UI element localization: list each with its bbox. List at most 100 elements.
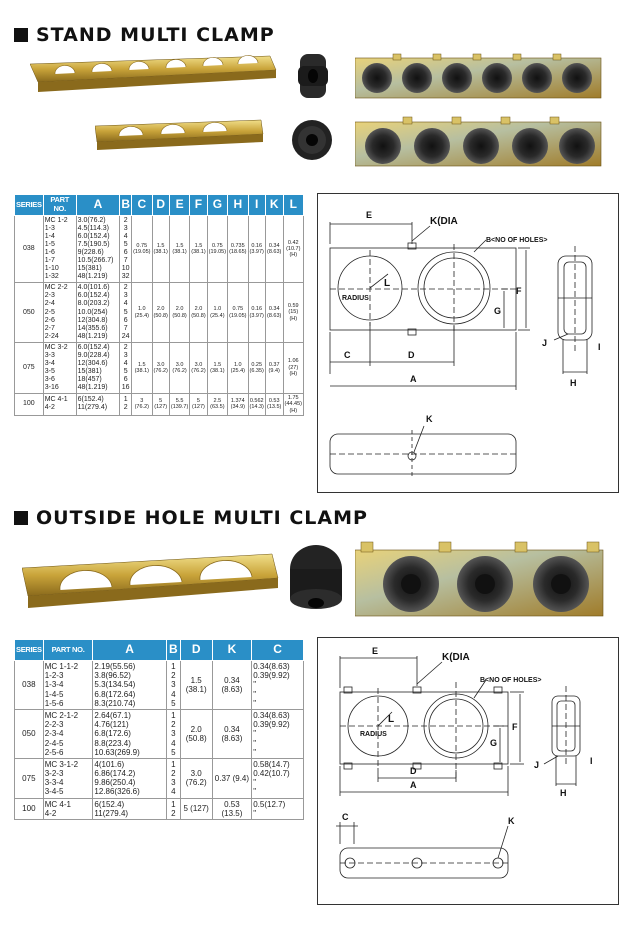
cell-line: 2.64(67.1) <box>94 710 131 720</box>
cell-value: 1.5 (38.1) <box>185 675 207 694</box>
cell-line: 32 <box>121 273 130 281</box>
rubber-insert-photo <box>298 54 328 98</box>
cell-line: 2 <box>123 284 128 292</box>
cell-line: 48(1.219) <box>77 383 108 391</box>
e-cell: 5.5 (139.7) <box>168 392 191 416</box>
rubber-insert-photo <box>290 545 342 609</box>
cell-value: 038 <box>23 245 35 253</box>
d-cell: 2.0 (50.8) <box>179 708 213 759</box>
cell-line: 2 <box>123 343 128 351</box>
cell-line: 3 <box>123 225 128 233</box>
outside-clamp-strip-photo <box>22 553 279 608</box>
cell-line: 6(152.4) <box>77 396 104 404</box>
cell-line: 4 <box>123 359 128 367</box>
bullet-square-icon <box>14 28 28 42</box>
cell-line: 6.0(152.4) <box>77 292 110 300</box>
cell-line: 3 <box>123 351 128 359</box>
cell-line: 8.8(223.4) <box>94 738 131 748</box>
cell-value: 3.0 (76.2) <box>172 361 187 374</box>
dim-label-k-dia: K(DIA <box>430 216 458 227</box>
dim-label-i: I <box>590 756 593 766</box>
section-heading-outside: OUTSIDE HOLE MULTI CLAMP <box>14 507 368 529</box>
d-cell: 5 (127) <box>179 797 213 821</box>
f-cell: 1.5 (38.1) <box>189 214 208 284</box>
cell-value: 038 <box>22 680 36 690</box>
a-cell: 3.0(76.2)4.5(114.3)6.0(152.4)7.5(190.5)9… <box>75 214 121 284</box>
cell-line: " <box>253 689 257 699</box>
dim-label-a: A <box>410 374 417 384</box>
cell-line: 2 <box>171 808 176 818</box>
cell-line: 2-3 <box>44 292 55 300</box>
cell-line: 4 <box>171 738 176 748</box>
cell-line: 2-4 <box>44 300 55 308</box>
cell-value: 2.0 (50.8) <box>185 724 207 743</box>
g-cell: 1.5 (38.1) <box>206 341 229 394</box>
cell-line: " <box>253 738 257 748</box>
cell-value: 1.5 (38.1) <box>210 361 225 374</box>
cell-line: 3-5 <box>44 367 55 375</box>
cell-line: 0.5(12.7) <box>253 799 286 809</box>
cell-line: " <box>253 729 257 739</box>
k-cell: 0.37 (9.4) <box>211 757 253 799</box>
cell-line: 3-2-3 <box>44 769 64 779</box>
cell-line: 6.8(172.6) <box>94 729 131 739</box>
cell-line: 12(304.6) <box>77 359 108 367</box>
cell-line: 2-6 <box>44 316 55 324</box>
cell-line: MC 4-1 <box>44 396 68 404</box>
cell-value: 1.06 (27) (H) <box>287 358 299 377</box>
cell-line: 5 <box>123 367 128 375</box>
c-cell: 3 (76.2) <box>131 392 153 416</box>
section-title: OUTSIDE HOLE MULTI CLAMP <box>36 507 368 529</box>
col-header: B <box>165 639 181 661</box>
cell-line: 10.63(269.9) <box>94 747 140 757</box>
a-cell: 2.64(67.1)4.76(121)6.8(172.6)8.8(223.4)1… <box>92 708 167 759</box>
cell-line: 2.19(55.56) <box>94 662 136 671</box>
cell-line: 3 <box>123 292 128 300</box>
cell-value: 1.5 (38.1) <box>153 242 168 256</box>
col-header: C <box>251 639 304 661</box>
cell-line: 3-4 <box>44 359 55 367</box>
c-cell: 0.34(8.63)0.39(9.92)""" <box>251 660 304 710</box>
dim-label-l: L <box>384 278 390 289</box>
col-header: G <box>206 194 229 216</box>
cell-line: 11(279.4) <box>77 404 108 412</box>
col-header: SERIES <box>14 639 44 661</box>
cell-line: 1-6 <box>44 249 55 257</box>
cell-value: 0.37 (9.4) <box>214 773 250 783</box>
col-header: K <box>264 194 284 216</box>
dim-label-j: J <box>534 760 539 770</box>
cell-line: 5.3(134.54) <box>94 680 136 690</box>
k-cell: 0.53 (13.5) <box>264 392 284 416</box>
cell-value: 0.75 (19.05) <box>208 242 227 256</box>
cell-line: 3 <box>171 729 176 739</box>
cell-value: 1.0 (25.4) <box>230 361 245 374</box>
cell-line: 1-2-3 <box>44 671 64 681</box>
l-cell: 0.59 (15) (H) <box>282 282 305 343</box>
col-header: PART NO. <box>42 194 77 216</box>
cell-line: 6(152.4) <box>94 799 125 809</box>
cell-value: 0.75 (19.05) <box>133 242 151 256</box>
cell-line: 2-4-5 <box>44 738 64 748</box>
cell-line: " <box>253 808 257 818</box>
e-cell: 1.5 (38.1) <box>168 214 191 284</box>
cell-line: 1 <box>171 662 176 671</box>
cell-line: MC 4-1 <box>44 799 71 809</box>
cell-line: 2 <box>171 769 176 779</box>
cell-line: 4.0(101.6) <box>77 284 110 292</box>
cell-line: 1-32 <box>44 273 59 281</box>
cell-line: 1 <box>171 799 176 809</box>
col-header: I <box>247 194 266 216</box>
d-cell: 3.0 (76.2) <box>151 341 170 394</box>
h-cell: 0.75 (19.05) <box>227 282 249 343</box>
d-cell: 5 (127) <box>151 392 170 416</box>
stand-clamp-strip-photo <box>30 55 277 92</box>
cell-line: 24 <box>121 332 130 340</box>
